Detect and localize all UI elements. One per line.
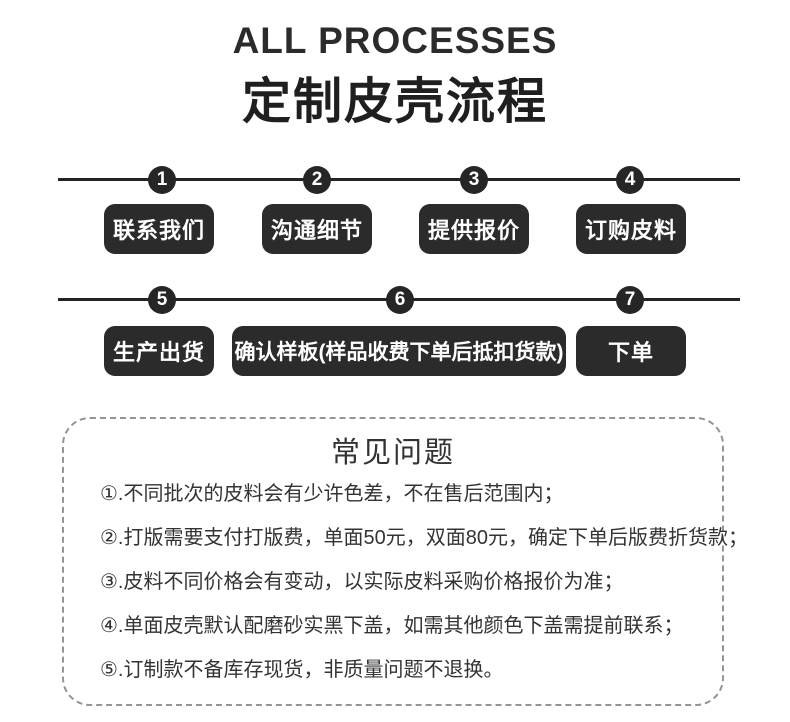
step-3-label: 提供报价 <box>419 204 529 254</box>
faq-item-3: ③.皮料不同价格会有变动，以实际皮料采购价格报价为准； <box>100 571 624 593</box>
step-4-badge: 4 <box>616 166 644 194</box>
faq-list: ①.不同批次的皮料会有少许色差，不在售后范围内； ②.打版需要支付打版费，单面5… <box>64 483 748 681</box>
step-4-label: 订购皮料 <box>576 204 686 254</box>
faq-title: 常见问题 <box>330 437 455 469</box>
faq-item-4: ④.单面皮壳默认配磨砂实黑下盖，如需其他颜色下盖需提前联系； <box>100 615 684 637</box>
step-5-label: 生产出货 <box>104 326 214 376</box>
step-6-badge: 6 <box>386 286 414 314</box>
step-2-label: 沟通细节 <box>262 204 372 254</box>
faq-item-2: ②.打版需要支付打版费，单面50元，双面80元，确定下单后版费折货款； <box>100 527 748 549</box>
step-2-badge: 2 <box>303 166 331 194</box>
step-1-label: 联系我们 <box>104 204 214 254</box>
faq-panel: 常见问题 ①.不同批次的皮料会有少许色差，不在售后范围内； ②.打版需要支付打版… <box>62 417 748 706</box>
step-6-label: 确认样板(样品收费下单后抵扣货款) <box>232 326 566 376</box>
faq-item-1: ①.不同批次的皮料会有少许色差，不在售后范围内； <box>100 483 564 505</box>
step-7-label: 下单 <box>576 326 686 376</box>
title-english: ALL PROCESSES <box>232 20 558 61</box>
step-3-badge: 3 <box>460 166 488 194</box>
faq-item-5: ⑤.订制款不备库存现货，非质量问题不退换。 <box>100 659 504 681</box>
flow-line-row1 <box>58 178 740 181</box>
step-7-badge: 7 <box>616 286 644 314</box>
page-title: 定制皮壳流程 <box>241 75 548 129</box>
step-5-badge: 5 <box>148 286 176 314</box>
step-1-badge: 1 <box>148 166 176 194</box>
